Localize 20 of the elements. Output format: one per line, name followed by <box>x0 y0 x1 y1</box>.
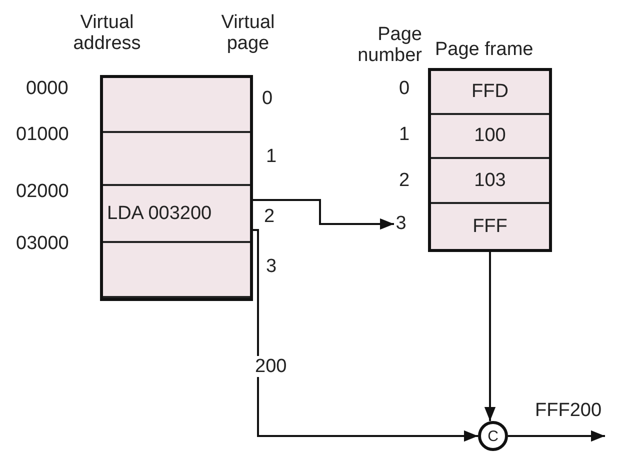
column-heading: Page number <box>356 24 422 66</box>
page-number: 2 <box>264 206 275 227</box>
address-label: 02000 <box>16 181 69 202</box>
column-heading: Virtual address <box>72 12 142 54</box>
page-number: 1 <box>399 124 410 145</box>
column-heading: Virtual page <box>220 12 276 54</box>
page-number: 3 <box>266 256 277 277</box>
edge-label: 200 <box>255 356 287 377</box>
address-label: 0000 <box>26 78 68 99</box>
address-label: 03000 <box>16 233 69 254</box>
concatenation-circle: C <box>478 421 508 451</box>
page-number: 2 <box>399 170 410 191</box>
virtual-memory-box <box>100 75 253 301</box>
page-number: 0 <box>262 88 273 109</box>
address-label: 01000 <box>16 124 69 145</box>
arrow <box>508 430 605 442</box>
page-number: 3 <box>394 213 408 235</box>
page-number: 1 <box>266 146 277 167</box>
column-heading: Page frame <box>435 39 534 60</box>
page-number: 0 <box>399 78 410 99</box>
